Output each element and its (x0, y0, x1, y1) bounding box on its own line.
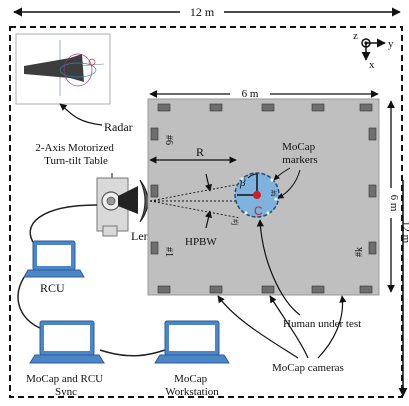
rcu-laptop (23, 240, 85, 278)
mocap-camera (311, 285, 325, 294)
radar-render-inset (15, 33, 111, 105)
center-label: C (254, 204, 263, 218)
mocap-camera (368, 184, 377, 198)
svg-text:x: x (369, 59, 375, 71)
mocap-camera (261, 103, 275, 112)
hpbw-label: HPBW (185, 236, 217, 248)
outer-room-boundary (9, 26, 403, 398)
rcu-label: RCU (40, 281, 65, 295)
mocap-camera (150, 184, 159, 198)
hpbw-arrow-top (205, 173, 213, 192)
beta-label: β (239, 177, 246, 189)
mocap-camera (150, 241, 159, 255)
mocap-camera (157, 103, 171, 112)
mocap-camera (261, 285, 275, 294)
cameras-pointer-1 (217, 295, 299, 359)
markers-pointer-2 (277, 169, 301, 199)
mocap-camera (368, 127, 377, 141)
range-label: R (196, 145, 204, 159)
mocap-camera (368, 241, 377, 255)
radar-horn (118, 186, 138, 214)
cameras-label: MoCap cameras (272, 362, 344, 374)
mocap-camera (359, 285, 373, 294)
mocap-markers-label: MoCap markers (282, 141, 318, 166)
camera-id-1: #1 (163, 247, 174, 257)
marker-id-j: #j (231, 219, 240, 225)
mocap-camera (209, 103, 223, 112)
lens (139, 179, 149, 223)
marker-id-i: #i (269, 190, 278, 197)
markers-pointer-1 (273, 167, 291, 181)
sync-label: MoCap and RCU Sync (26, 373, 106, 398)
mocap-camera (359, 103, 373, 112)
inner-height-label: 6 m (388, 195, 400, 212)
outer-height-label: 12 m (400, 221, 409, 244)
mocap-camera (209, 285, 223, 294)
mocap-cameras-group (150, 103, 377, 294)
hpbw-arrow-bottom (205, 210, 213, 229)
turn-tilt-table-label: 2-Axis Motorized Turn-tilt Table (35, 142, 116, 167)
mocap-camera (150, 127, 159, 141)
human-under-test: C β (234, 172, 280, 218)
camera-id-k: #k (354, 247, 365, 257)
radar-beam (149, 183, 241, 219)
svg-text:z: z (353, 30, 358, 42)
mocap-camera (311, 103, 325, 112)
inner-width-label: 6 m (242, 88, 259, 100)
sync-laptop (29, 320, 105, 364)
human-label: Human under test (283, 318, 361, 330)
human-pointer (256, 219, 301, 316)
radar-pointer (59, 103, 103, 126)
svg-text:y: y (388, 38, 394, 50)
workstation-label: MoCap Workstation (165, 373, 219, 398)
coordinate-axes: z y x (353, 30, 394, 71)
workstation-laptop (154, 320, 230, 364)
center-point (253, 191, 261, 199)
cameras-pointer-2 (269, 295, 309, 359)
outer-width-label: 12 m (190, 5, 215, 19)
camera-id-6: #6 (163, 135, 174, 145)
radar-label: Radar (104, 120, 133, 134)
mocap-camera (157, 285, 171, 294)
cameras-pointer-3 (317, 295, 347, 359)
